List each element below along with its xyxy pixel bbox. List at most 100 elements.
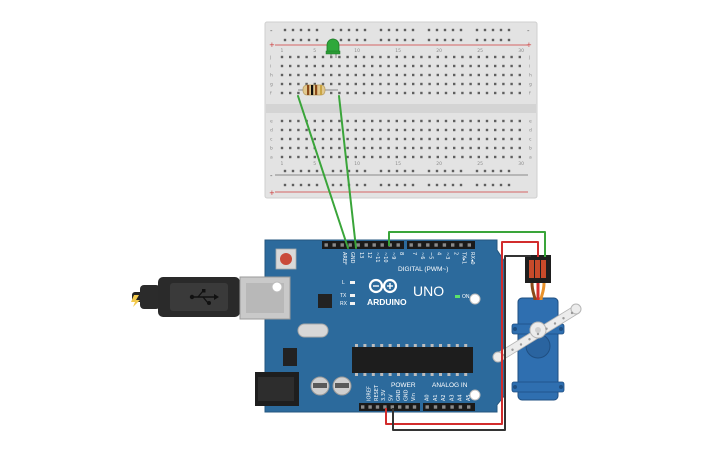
breadboard-hole[interactable] [444, 55, 448, 59]
breadboard-hole[interactable] [510, 137, 513, 141]
breadboard-hole[interactable] [330, 64, 333, 68]
breadboard-hole[interactable] [403, 91, 407, 95]
breadboard-hole[interactable] [518, 73, 521, 77]
breadboard-hole[interactable] [280, 155, 284, 159]
breadboard-hole[interactable] [297, 119, 300, 123]
breadboard-hole[interactable] [289, 73, 292, 77]
breadboard-hole[interactable] [305, 146, 308, 150]
breadboard-hole[interactable] [510, 119, 513, 123]
breadboard-hole[interactable] [436, 82, 439, 86]
breadboard-hole[interactable] [305, 82, 308, 86]
breadboard-hole[interactable] [507, 169, 511, 173]
breadboard-hole[interactable] [354, 91, 357, 95]
breadboard-hole[interactable] [499, 183, 503, 187]
breadboard-hole[interactable] [280, 64, 284, 68]
breadboard-hole[interactable] [339, 169, 343, 173]
breadboard-hole[interactable] [346, 91, 349, 95]
breadboard-hole[interactable] [411, 38, 415, 42]
breadboard-hole[interactable] [395, 28, 399, 32]
breadboard-hole[interactable] [371, 128, 374, 132]
breadboard-hole[interactable] [299, 183, 303, 187]
wire-red-5v[interactable] [385, 241, 539, 425]
breadboard-hole[interactable] [379, 55, 382, 59]
breadboard-hole[interactable] [313, 119, 316, 123]
header-pin[interactable] [361, 405, 365, 409]
breadboard-hole[interactable] [453, 73, 456, 77]
breadboard-hole[interactable] [280, 146, 284, 150]
breadboard-hole[interactable] [371, 91, 374, 95]
breadboard-hole[interactable] [330, 146, 333, 150]
breadboard-hole[interactable] [510, 55, 513, 59]
breadboard-hole[interactable] [339, 183, 343, 187]
breadboard-hole[interactable] [355, 169, 359, 173]
breadboard-hole[interactable] [469, 137, 472, 141]
breadboard-hole[interactable] [313, 64, 316, 68]
breadboard-hole[interactable] [485, 128, 489, 132]
breadboard-hole[interactable] [518, 155, 521, 159]
arduino-uno-board[interactable]: ARDUINO UNO DIGITAL (PWM~) POWER ANALOG … [131, 239, 506, 413]
breadboard-hole[interactable] [436, 155, 439, 159]
header-pin[interactable] [324, 243, 328, 247]
breadboard-hole[interactable] [477, 146, 480, 150]
breadboard-hole[interactable] [502, 128, 505, 132]
breadboard-hole[interactable] [435, 38, 439, 42]
breadboard-hole[interactable] [502, 73, 505, 77]
breadboard-hole[interactable] [395, 146, 398, 150]
breadboard-hole[interactable] [379, 82, 382, 86]
breadboard-hole[interactable] [403, 169, 407, 173]
breadboard-hole[interactable] [354, 119, 357, 123]
breadboard-hole[interactable] [518, 82, 521, 86]
breadboard-hole[interactable] [502, 146, 505, 150]
breadboard-hole[interactable] [453, 119, 456, 123]
header-pin[interactable] [398, 405, 402, 409]
breadboard-hole[interactable] [354, 146, 357, 150]
breadboard-hole[interactable] [346, 82, 349, 86]
breadboard-hole[interactable] [428, 64, 431, 68]
breadboard-hole[interactable] [420, 55, 423, 59]
breadboard-hole[interactable] [395, 155, 398, 159]
breadboard-hole[interactable] [280, 128, 284, 132]
breadboard-hole[interactable] [371, 119, 374, 123]
breadboard-hole[interactable] [510, 64, 513, 68]
breadboard-hole[interactable] [412, 146, 415, 150]
breadboard-hole[interactable] [289, 64, 292, 68]
header-pin[interactable] [368, 405, 372, 409]
breadboard-hole[interactable] [354, 64, 357, 68]
breadboard-hole[interactable] [403, 146, 407, 150]
breadboard-hole[interactable] [321, 146, 325, 150]
breadboard-hole[interactable] [507, 28, 511, 32]
breadboard-hole[interactable] [453, 82, 456, 86]
header-pin[interactable] [356, 243, 360, 247]
breadboard-hole[interactable] [313, 73, 316, 77]
breadboard-hole[interactable] [313, 137, 316, 141]
breadboard-hole[interactable] [315, 28, 319, 32]
breadboard-hole[interactable] [428, 91, 431, 95]
breadboard-hole[interactable] [387, 38, 391, 42]
breadboard-hole[interactable] [477, 137, 480, 141]
breadboard-hole[interactable] [355, 28, 359, 32]
breadboard-hole[interactable] [395, 128, 398, 132]
header-pin[interactable] [364, 243, 368, 247]
header-pin[interactable] [388, 243, 392, 247]
breadboard-hole[interactable] [403, 28, 407, 32]
header-pin[interactable] [417, 243, 422, 247]
breadboard-hole[interactable] [338, 73, 341, 77]
breadboard-hole[interactable] [403, 73, 407, 77]
breadboard-hole[interactable] [379, 155, 382, 159]
breadboard-hole[interactable] [461, 155, 464, 159]
breadboard-hole[interactable] [395, 169, 399, 173]
breadboard-hole[interactable] [428, 119, 431, 123]
breadboard-hole[interactable] [395, 73, 398, 77]
breadboard-hole[interactable] [411, 169, 415, 173]
header-pin[interactable] [434, 243, 438, 247]
breadboard-hole[interactable] [379, 64, 382, 68]
breadboard-hole[interactable] [453, 55, 456, 59]
breadboard-hole[interactable] [518, 91, 521, 95]
breadboard-hole[interactable] [420, 119, 423, 123]
breadboard-hole[interactable] [315, 38, 319, 42]
breadboard-hole[interactable] [461, 128, 464, 132]
breadboard-hole[interactable] [420, 73, 423, 77]
header-pin[interactable] [332, 243, 336, 247]
breadboard-hole[interactable] [387, 91, 390, 95]
header-pin[interactable] [372, 243, 376, 247]
